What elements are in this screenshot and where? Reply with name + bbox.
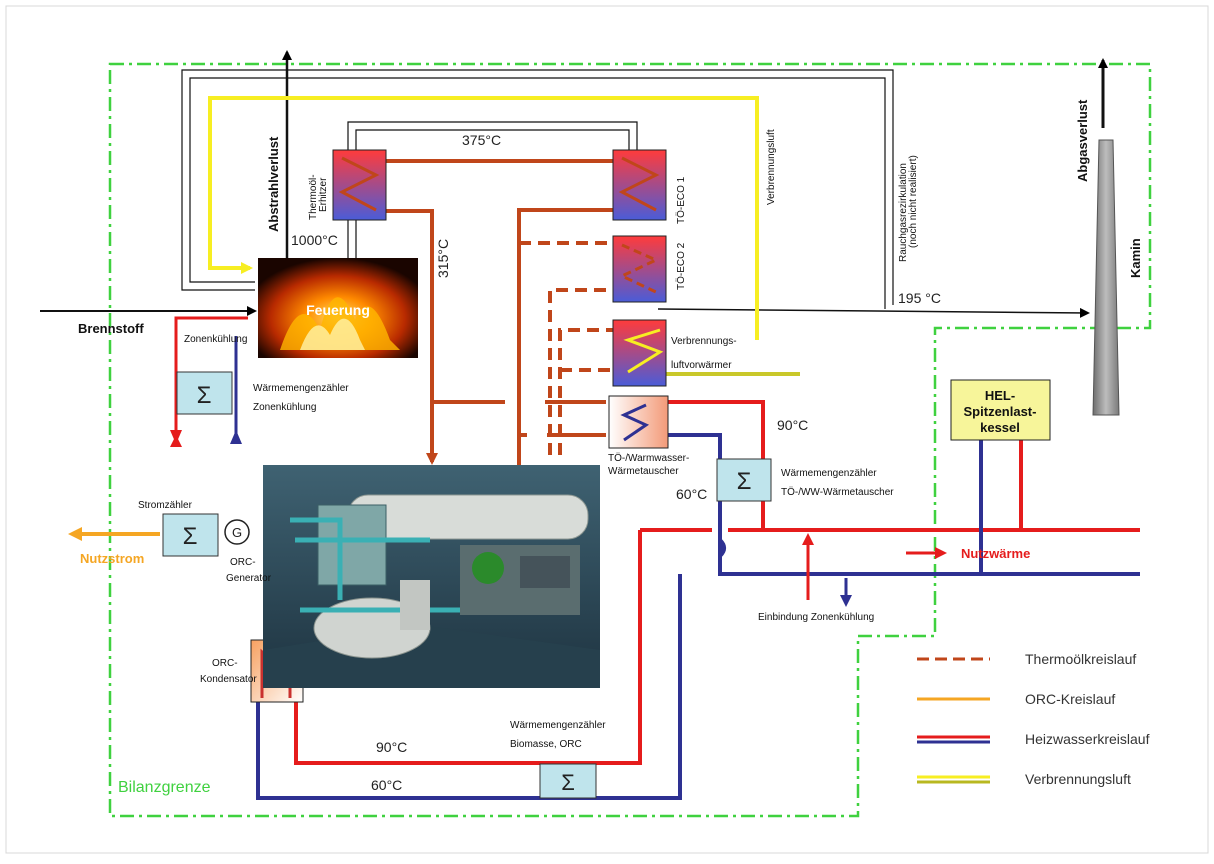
legend-label: Verbrennungsluft <box>1025 771 1131 787</box>
label-abstrahlverlust: Abstrahlverlust <box>266 136 281 232</box>
label-wt-1: TÖ-/Warmwasser- <box>608 452 689 464</box>
legend-label: Thermoölkreislauf <box>1025 651 1136 667</box>
toe-ww-heat-exchanger <box>609 396 668 448</box>
chimney <box>1093 140 1119 415</box>
label-zonenkuehlung: Zonenkühlung <box>184 334 247 345</box>
label-wmz-toe-1: Wärmemengenzähler <box>781 468 877 479</box>
label-feuerung: Feuerung <box>306 302 370 318</box>
label-abgasverlust: Abgasverlust <box>1075 99 1090 182</box>
label-nutzwaerme: Nutzwärme <box>961 546 1030 561</box>
legend-item: Thermoölkreislauf <box>917 651 1136 667</box>
label-vorwaermer-2: luftvorwärmer <box>671 360 732 371</box>
label-hel-2: Spitzenlast- <box>964 404 1037 419</box>
label-temp-60-bottom: 60°C <box>371 777 402 793</box>
label-temp-375: 375°C <box>462 132 501 148</box>
label-nutzstrom: Nutzstrom <box>80 551 144 566</box>
sigma-icon: Σ <box>737 468 752 495</box>
air-preheater <box>613 320 666 386</box>
label-temp-90-right: 90°C <box>777 417 808 433</box>
meter-biomass-orc: Σ <box>540 764 596 798</box>
label-temp-60-mid: 60°C <box>676 486 707 502</box>
legend-item: ORC-Kreislauf <box>917 691 1115 707</box>
zone-cooling-return-icon <box>230 430 242 444</box>
orc-plant-illustration <box>263 465 600 688</box>
generator-symbol: G <box>232 525 242 540</box>
meter-toe-ww: Σ <box>717 459 771 501</box>
label-brennstoff: Brennstoff <box>78 321 144 336</box>
label-hel-3: kessel <box>980 420 1020 435</box>
thermal-oil-heater <box>333 150 386 220</box>
label-wmz-toe-2: TÖ-/WW-Wärmetauscher <box>781 486 894 498</box>
label-wmz-biomasse-1: Wärmemengenzähler <box>510 720 606 731</box>
label-bilanzgrenze: Bilanzgrenze <box>118 779 211 796</box>
sigma-icon: Σ <box>561 770 575 795</box>
label-einbindung-zonenkuehlung: Einbindung Zonenkühlung <box>758 612 874 623</box>
label-temp-195: 195 °C <box>898 290 941 306</box>
legend-item: Verbrennungsluft <box>917 771 1131 787</box>
label-rauchgas-2: (noch nicht realisiert) <box>908 155 919 248</box>
legend: ThermoölkreislaufORC-KreislaufHeizwasser… <box>917 651 1150 787</box>
label-temp-1000: 1000°C <box>291 232 338 248</box>
label-kamin: Kamin <box>1128 238 1143 278</box>
label-wt-2: Wärmetauscher <box>608 466 679 477</box>
label-verbrennungsluft-vertical: Verbrennungsluft <box>766 129 777 205</box>
legend-label: ORC-Kreislauf <box>1025 691 1115 707</box>
label-orc-generator-2: Generator <box>226 573 272 584</box>
label-vorwaermer-1: Verbrennungs- <box>671 336 737 347</box>
thermal-oil-lines <box>386 161 617 465</box>
label-thermooel-erhitzer-2: Erhitzer <box>318 177 329 212</box>
sigma-icon: Σ <box>197 382 212 409</box>
zone-cooling-arrow-icon <box>170 430 182 444</box>
label-stromzaehler: Stromzähler <box>138 500 193 511</box>
sigma-icon: Σ <box>183 523 198 550</box>
label-wmz-zonen-1: Wärmemengenzähler <box>253 383 349 394</box>
meter-power: Σ <box>163 514 218 556</box>
flue-gas-lines <box>40 52 1103 313</box>
label-temp-90-bottom: 90°C <box>376 739 407 755</box>
label-wmz-zonen-2: Zonenkühlung <box>253 402 316 413</box>
toe-eco-1 <box>613 150 666 220</box>
label-toe-eco-2: TÖ-ECO 2 <box>675 242 687 290</box>
label-orc-generator-1: ORC- <box>230 557 256 568</box>
meter-zone-cooling: Σ <box>177 372 232 414</box>
legend-item: Heizwasserkreislauf <box>917 731 1150 747</box>
label-hel-1: HEL- <box>985 388 1015 403</box>
label-wmz-biomasse-2: Biomasse, ORC <box>510 739 582 750</box>
label-orc-kondensator-2: Kondensator <box>200 674 257 685</box>
label-temp-315: 315°C <box>435 239 451 278</box>
label-orc-kondensator-1: ORC- <box>212 658 238 669</box>
legend-label: Heizwasserkreislauf <box>1025 731 1150 747</box>
toe-eco-2 <box>613 236 666 302</box>
label-toe-eco-1: TÖ-ECO 1 <box>675 176 687 224</box>
